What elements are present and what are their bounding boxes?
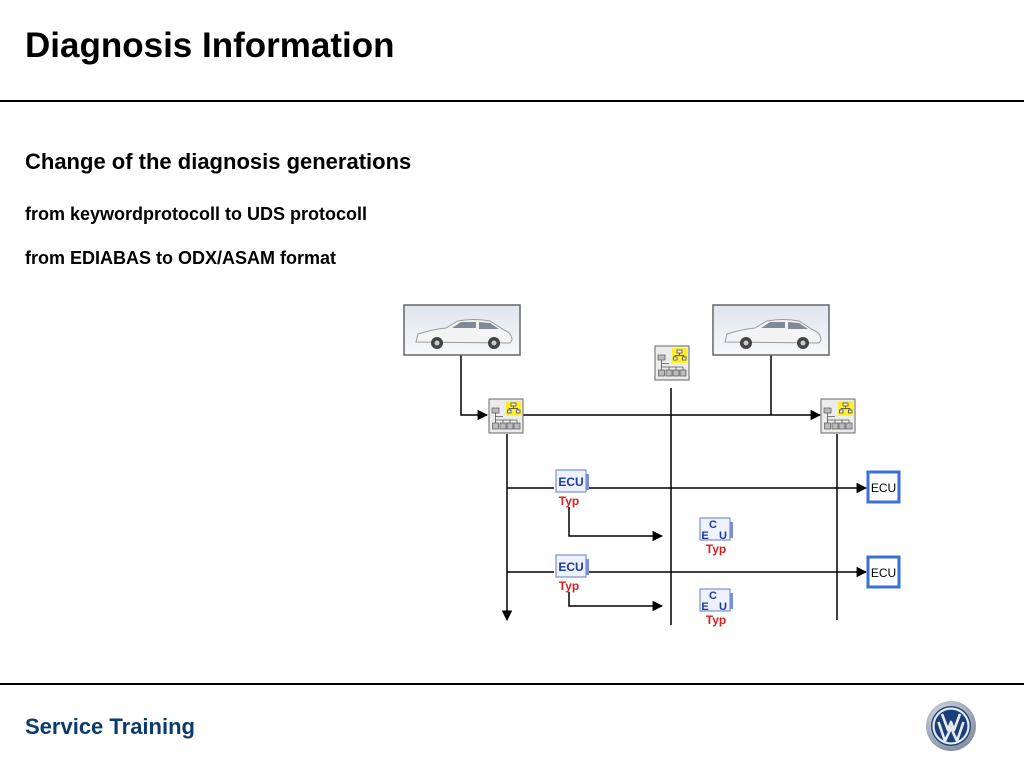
network-tree-icon (820, 398, 856, 434)
ecu-split-e: E (701, 530, 708, 542)
network-tree-icon (488, 398, 524, 434)
ecu-split-e: E (701, 601, 708, 613)
ecu-split-icon: C E U Typ (699, 517, 733, 556)
ecu-type-sub: Typ (559, 494, 579, 508)
car-photo-icon (712, 304, 830, 356)
footer-label: Service Training (25, 714, 195, 739)
vw-logo-icon (926, 701, 976, 751)
ecu-split-u: U (719, 530, 727, 542)
section-subtitle: Change of the diagnosis generations (25, 149, 412, 174)
ecu-split-icon: C E U Typ (699, 588, 733, 627)
diagram-lines (460, 355, 868, 625)
ecu-type-sub: Typ (706, 613, 726, 627)
bullet-odx: from EDIABAS to ODX/ASAM format (25, 248, 337, 268)
header-divider (0, 100, 1024, 102)
ecu-type-icon: ECU Typ (555, 469, 589, 508)
ecu-box-icon: ECU (866, 555, 901, 589)
footer-divider (0, 683, 1024, 685)
ecu-box-icon: ECU (866, 470, 901, 504)
ecu-split-c: C (709, 519, 717, 531)
ecu-type-sub: Typ (559, 579, 579, 593)
car-photo-icon (403, 304, 521, 356)
ecu-split-u: U (719, 601, 727, 613)
ecu-type-sub: Typ (706, 542, 726, 556)
ecu-split-c: C (709, 590, 717, 602)
ecu-box-label: ECU (871, 566, 896, 580)
ecu-type-icon: ECU Typ (555, 554, 589, 593)
ecu-box-label: ECU (871, 481, 896, 495)
ecu-type-word: ECU (558, 560, 583, 574)
bullet-uds: from keywordprotocoll to UDS protocoll (25, 204, 368, 224)
page-title: Diagnosis Information (25, 26, 395, 65)
ecu-type-word: ECU (558, 475, 583, 489)
network-tree-icon (654, 345, 690, 381)
